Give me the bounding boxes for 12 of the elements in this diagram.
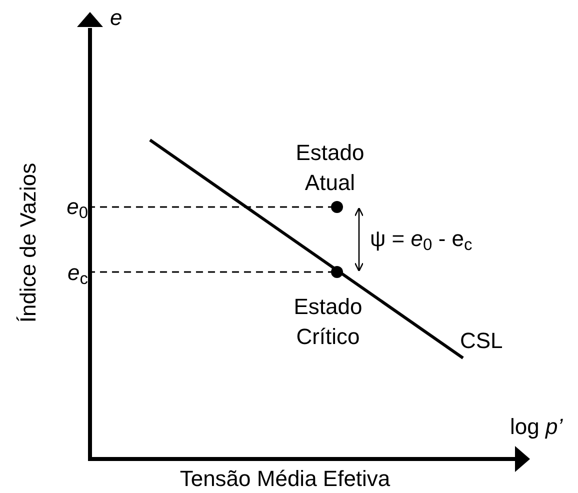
axis-title: Índice de Vazios [14, 162, 42, 325]
axis-value-label: e$_{0}$ [66, 196, 88, 218]
axis-label: e [110, 4, 124, 32]
double-arrow [354, 207, 364, 272]
state-label: Estado Atual [294, 139, 366, 197]
state-point [331, 266, 343, 278]
axis-title: Tensão Média Efetiva [178, 465, 392, 492]
axis-value-label: e$_{c}$ [68, 262, 88, 284]
line-label: CSL [460, 327, 504, 354]
state-point [331, 201, 343, 213]
axis-label: log p’ [510, 413, 564, 440]
state-label: Estado Crítico [292, 293, 364, 351]
